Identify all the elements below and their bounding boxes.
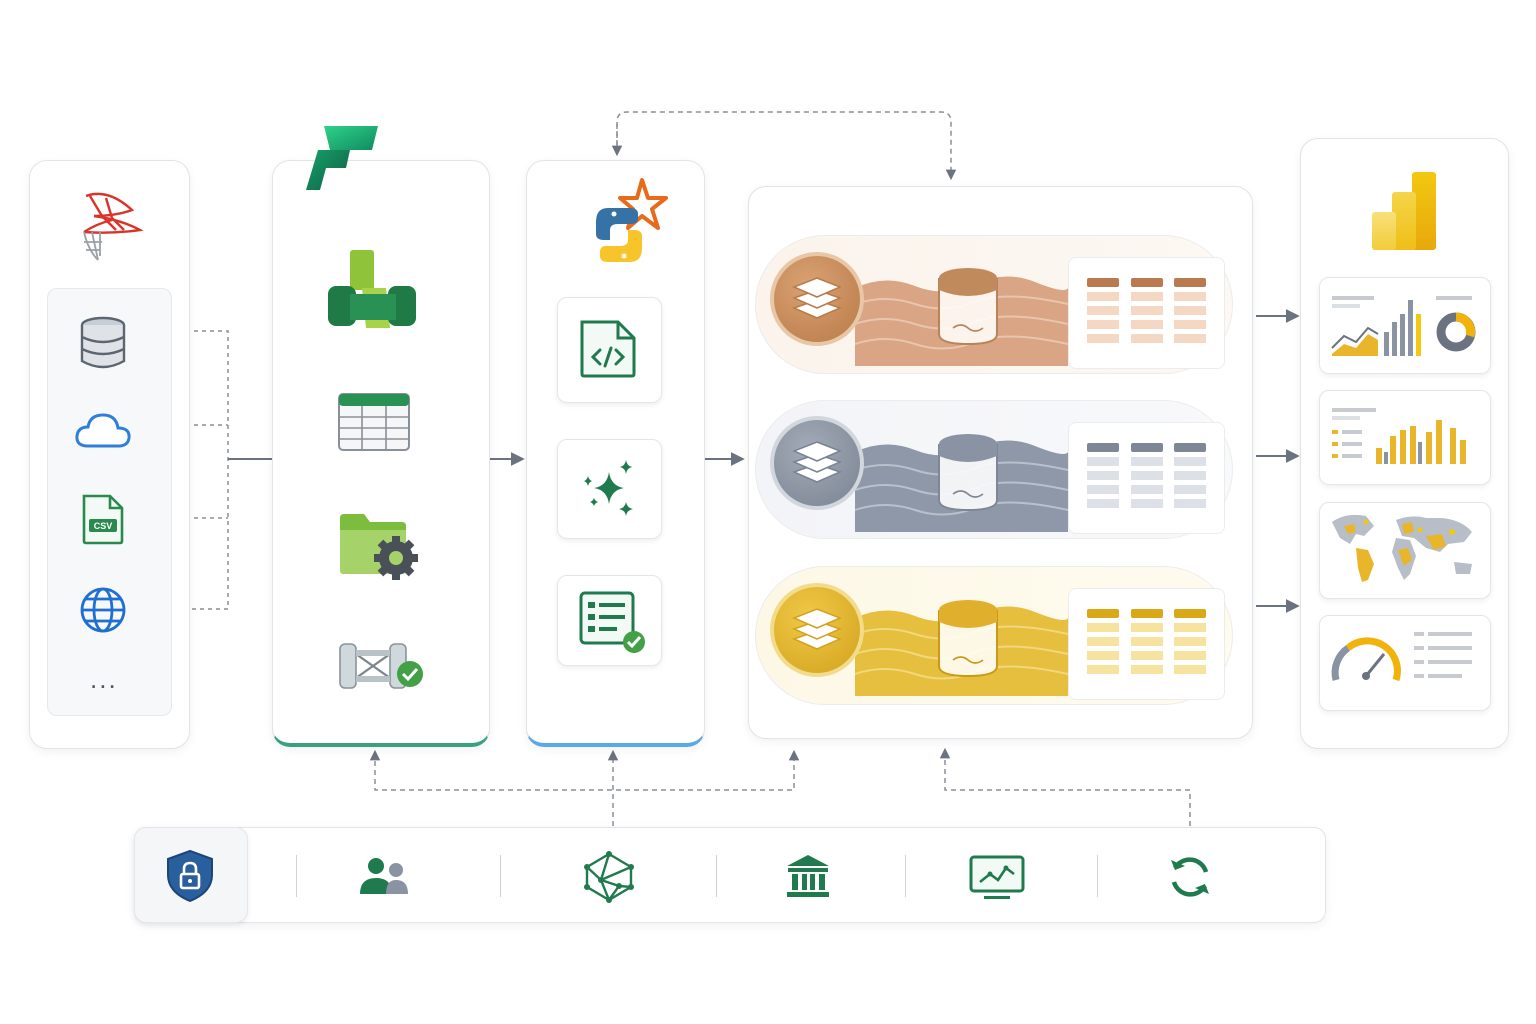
csv-label: CSV — [94, 521, 113, 531]
fabric-panel — [272, 160, 490, 747]
bronze-storage-icon — [938, 268, 998, 346]
line-bar-donut-icon — [1331, 296, 1476, 356]
governance-divider — [296, 855, 297, 897]
table-icon[interactable] — [337, 392, 411, 452]
pipeline-icon[interactable] — [326, 250, 418, 330]
csv-file-icon[interactable]: CSV — [80, 493, 126, 545]
users-icon[interactable] — [356, 856, 412, 896]
bar-list-icon — [1332, 408, 1466, 464]
governance-divider — [500, 855, 501, 897]
sync-icon[interactable] — [1165, 852, 1215, 902]
bank-icon[interactable] — [784, 852, 832, 900]
folder-gear-icon[interactable] — [338, 510, 420, 582]
shield-lock-icon[interactable] — [164, 848, 216, 904]
bronze-table — [1068, 257, 1225, 369]
fabric-logo-icon — [306, 126, 378, 190]
gold-storage-icon — [938, 600, 998, 678]
sql-server-icon — [83, 192, 144, 261]
sparkle-icon[interactable] — [576, 458, 642, 520]
connector-check-icon[interactable] — [338, 640, 426, 694]
gold-layers-icon — [791, 608, 843, 650]
monitor-chart-icon[interactable] — [968, 854, 1026, 902]
python-spark-icon — [596, 178, 668, 262]
network-icon[interactable] — [583, 850, 635, 904]
gold-table — [1068, 588, 1225, 700]
database-icon[interactable] — [78, 316, 128, 370]
globe-icon[interactable] — [79, 586, 127, 634]
governance-divider — [716, 855, 717, 897]
world-map-icon — [1332, 514, 1472, 582]
more-sources[interactable]: ... — [90, 664, 118, 694]
report-card-trends[interactable] — [1319, 277, 1491, 374]
checklist-icon[interactable] — [578, 590, 648, 654]
governance-divider — [905, 855, 906, 897]
code-file-icon[interactable] — [578, 318, 638, 380]
governance-bar — [134, 827, 1326, 923]
governance-divider — [1097, 855, 1098, 897]
gauge-list-icon — [1331, 632, 1472, 682]
cloud-icon[interactable] — [74, 410, 132, 450]
silver-storage-icon — [938, 434, 998, 512]
power-bi-icon — [1372, 172, 1436, 250]
bronze-layers-icon — [791, 277, 843, 319]
silver-table — [1068, 422, 1225, 534]
silver-layers-icon — [791, 441, 843, 483]
